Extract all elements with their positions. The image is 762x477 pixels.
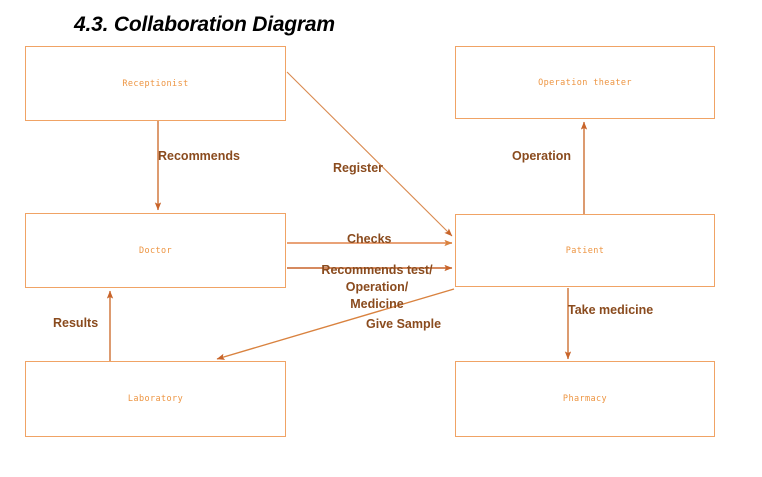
node-doctor[interactable]: Doctor	[25, 213, 286, 288]
page-title: 4.3. Collaboration Diagram	[74, 13, 335, 36]
node-label-operation-theater: Operation theater	[538, 77, 632, 88]
edge-label-give-sample: Give Sample	[366, 317, 442, 331]
node-label-receptionist: Receptionist	[122, 78, 189, 89]
node-label-pharmacy: Pharmacy	[562, 394, 608, 404]
edge-label-recommends-test-line-2: Operation/	[345, 280, 409, 294]
edge-label-results: Results	[53, 316, 99, 330]
edge-label-take-medicine: Take medicine	[568, 303, 654, 317]
edge-line-give-sample	[216, 288, 455, 360]
edge-label-operation: Operation	[512, 149, 572, 163]
node-patient[interactable]: Patient	[455, 214, 715, 287]
edge-label-recommends-test-line-1: Recommends test/	[321, 263, 433, 277]
edge-label-checks: Checks	[347, 232, 392, 246]
edge-label-recommends-test: Recommends test/ Operation/ Medicine	[313, 262, 441, 313]
edge-label-recommends-test-line-3: Medicine	[350, 297, 404, 311]
edge-line-register	[286, 71, 453, 237]
node-operation-theater[interactable]: Operation theater	[455, 46, 715, 119]
node-label-patient: Patient	[565, 245, 605, 256]
node-laboratory[interactable]: Laboratory	[25, 361, 286, 437]
node-label-laboratory: Laboratory	[127, 394, 184, 404]
edge-label-register: Register	[333, 161, 384, 175]
node-receptionist[interactable]: Receptionist	[25, 46, 286, 121]
edge-label-recommends: Recommends	[158, 149, 240, 163]
node-pharmacy[interactable]: Pharmacy	[455, 361, 715, 437]
node-label-doctor: Doctor	[138, 245, 173, 256]
